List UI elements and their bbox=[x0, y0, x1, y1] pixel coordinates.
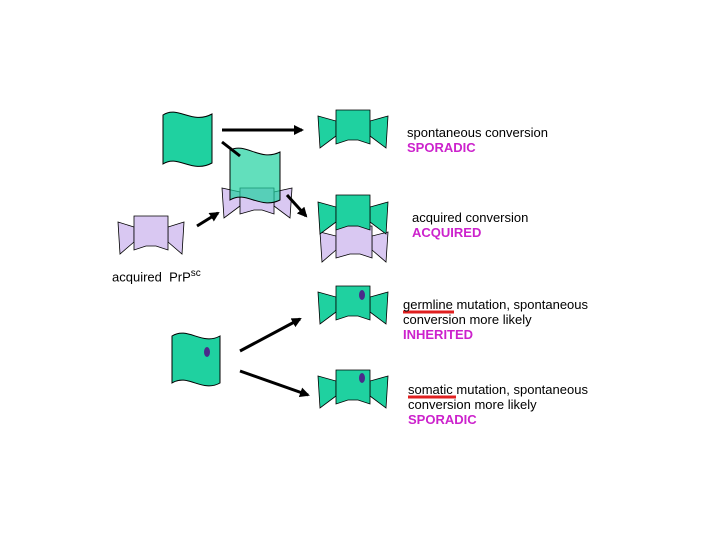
converted-prion-inherited bbox=[317, 285, 389, 325]
label-word-germline: germline bbox=[403, 297, 453, 312]
arrow-inherited bbox=[239, 317, 302, 353]
converted-prion-sporadic-somatic bbox=[317, 369, 389, 409]
label-text: mutation, spontaneous bbox=[452, 297, 589, 312]
converted-prion-acquired-lavender bbox=[319, 225, 389, 263]
label-keyword: SPORADIC bbox=[407, 140, 476, 155]
label-acquired-prpsc: acquired PrPsc bbox=[112, 266, 201, 284]
label-keyword: ACQUIRED bbox=[412, 225, 482, 240]
label-word-somatic: somatic bbox=[408, 382, 453, 397]
arrow-acquired-in bbox=[196, 211, 220, 228]
mutation-dot bbox=[204, 347, 210, 357]
label-text: acquired conversion bbox=[412, 210, 529, 225]
arrow-to-interaction bbox=[221, 140, 241, 158]
native-prion-flag bbox=[162, 111, 213, 167]
arrow-somatic bbox=[239, 369, 310, 398]
label-text: acquired PrP bbox=[112, 269, 191, 285]
label-text: spontaneous conversion bbox=[407, 125, 548, 140]
mutant-prion-flag bbox=[171, 332, 221, 387]
native-prion-flag-overlap bbox=[229, 147, 281, 204]
label-text: mutation, spontaneous bbox=[452, 382, 588, 397]
acquired-prpsc-shape bbox=[117, 215, 185, 255]
prion-interaction-group bbox=[221, 147, 293, 219]
label-inherited: germline mutation, spontaneous conversio… bbox=[403, 297, 588, 342]
label-text-2: conversion more likely bbox=[408, 397, 537, 412]
label-sporadic-spontaneous: spontaneous conversion SPORADIC bbox=[407, 125, 548, 155]
label-keyword: INHERITED bbox=[403, 327, 474, 342]
label-superscript: sc bbox=[190, 268, 201, 279]
label-sporadic-somatic: somatic mutation, spontaneous conversion… bbox=[408, 382, 588, 427]
arrow-acquired-out bbox=[285, 193, 308, 218]
label-acquired-conversion: acquired conversion ACQUIRED bbox=[412, 210, 528, 240]
converted-prion-sporadic bbox=[317, 109, 389, 149]
label-text-2: conversion more likely bbox=[403, 312, 532, 327]
converted-prion-acquired-teal bbox=[317, 194, 389, 235]
label-keyword: SPORADIC bbox=[408, 412, 477, 427]
